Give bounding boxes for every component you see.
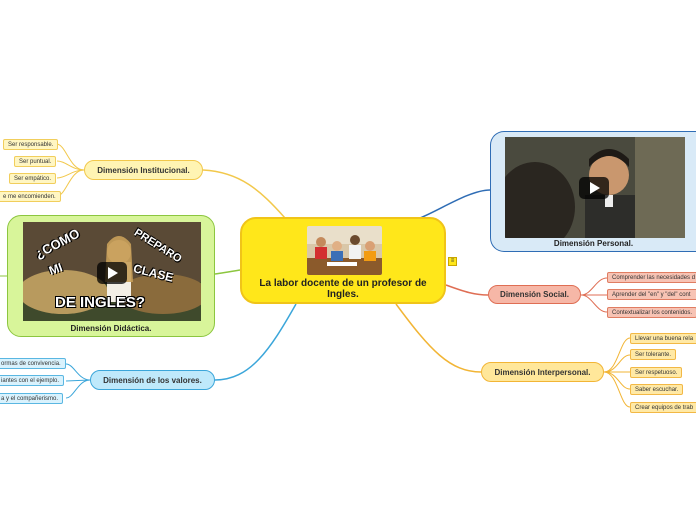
notes-icon[interactable]: ≡ [448,257,457,266]
leaf-valores-2[interactable]: iantes con el ejemplo. [0,375,65,386]
classroom-photo [307,226,382,275]
leaf-social-3[interactable]: Contextualizar los contenidos. [607,307,696,318]
play-icon[interactable] [97,262,127,284]
branch-interpersonal[interactable]: Dimensión Interpersonal. [481,362,604,382]
leaf-valores-3[interactable]: a y el compañerismo. [0,393,64,404]
personal-caption: Dimensión Personal. [553,239,634,248]
play-icon[interactable] [579,177,609,199]
leaf-institucional-1[interactable]: Ser responsable. [3,139,59,150]
didactica-caption: Dimensión Didáctica. [70,324,152,333]
leaf-social-2[interactable]: Aprender del "en" y "del" cont [607,289,696,300]
leaf-institucional-2[interactable]: Ser puntual. [14,156,57,167]
branch-didactica[interactable]: ¿COMO PREPARO MI CLASE DE INGLES? Dimens… [7,215,215,337]
branch-valores[interactable]: Dimensión de los valores. [90,370,215,390]
leaf-interpersonal-5[interactable]: Crear equipos de trab [630,402,696,413]
leaf-interpersonal-3[interactable]: Ser respetuoso. [630,367,683,378]
leaf-interpersonal-2[interactable]: Ser tolerante. [630,349,677,360]
branch-institucional[interactable]: Dimensión Institucional. [84,160,203,180]
branch-personal[interactable]: Dimensión Personal. [490,131,696,252]
didactica-video[interactable]: ¿COMO PREPARO MI CLASE DE INGLES? [23,222,201,321]
leaf-interpersonal-4[interactable]: Saber escuchar. [630,384,684,395]
leaf-institucional-4[interactable]: e me encomienden. [0,191,61,202]
leaf-interpersonal-1[interactable]: Llevar una buena rela [630,333,696,344]
leaf-institucional-3[interactable]: Ser empático. [9,173,57,184]
central-topic[interactable]: La labor docente de un profesor de Ingle… [240,217,446,304]
video-text-5: DE INGLES? [55,294,146,311]
leaf-social-1[interactable]: Comprender las necesidades d [607,272,696,283]
central-title: La labor docente de un profesor de Ingle… [259,278,427,300]
personal-video[interactable] [505,137,685,238]
branch-social[interactable]: Dimensión Social. [488,285,581,304]
leaf-valores-1[interactable]: ormas de convivencia. [0,358,66,369]
